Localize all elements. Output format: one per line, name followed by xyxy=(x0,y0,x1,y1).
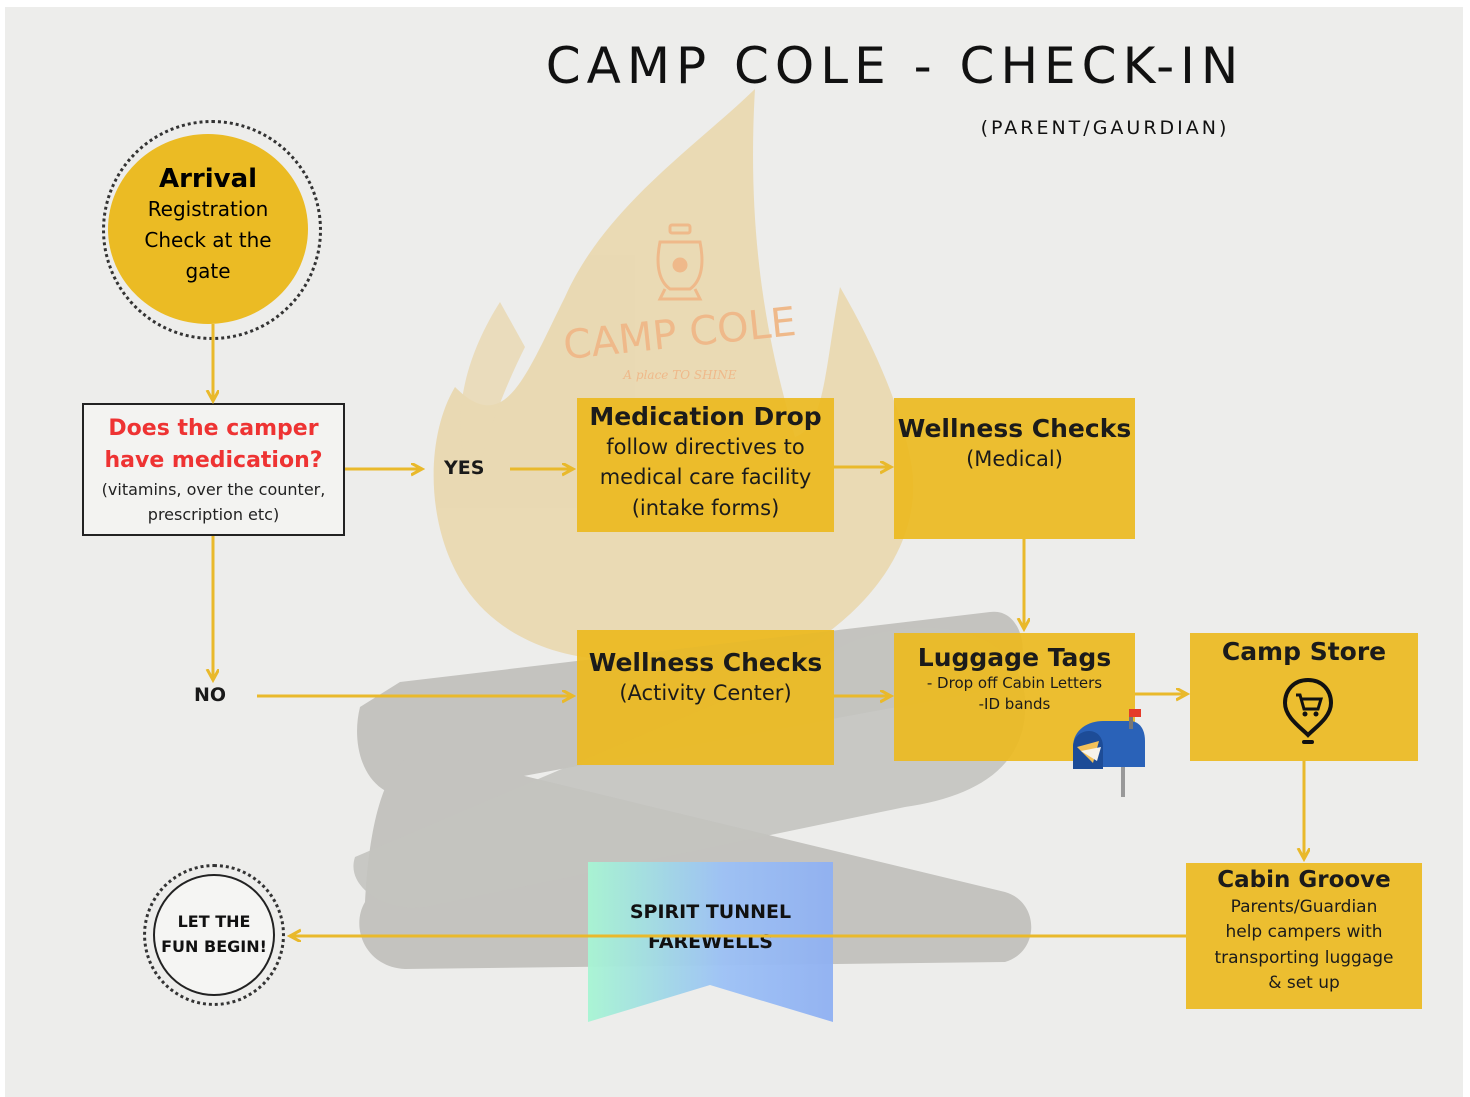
decision-note-line: prescription etc) xyxy=(147,505,280,525)
cabin-groove-line: Parents/Guardian xyxy=(1230,896,1378,917)
wellness-checks-medical-node: Wellness Checks (Medical) xyxy=(894,398,1135,539)
luggage-tags-node: Luggage Tags - Drop off Cabin Letters -I… xyxy=(894,633,1135,761)
spirit-tunnel-banner xyxy=(588,862,833,1022)
arrival-heading: Arrival xyxy=(158,164,258,194)
wellness-checks-activity-node: Wellness Checks (Activity Center) xyxy=(577,630,834,765)
spirit-tunnel-node: SPIRIT TUNNEL FAREWELLS xyxy=(588,897,833,958)
medication-decision-node: Does the camper have medication? (vitami… xyxy=(82,403,345,536)
cabin-groove-heading: Cabin Groove xyxy=(1217,867,1391,893)
yes-label: YES xyxy=(444,457,485,479)
medication-drop-heading: Medication Drop xyxy=(589,402,822,431)
decision-question-line: Does the camper xyxy=(108,416,319,441)
decision-question-line: have medication? xyxy=(104,447,323,473)
finish-line: LET THE xyxy=(177,912,251,931)
finish-line: FUN BEGIN! xyxy=(161,936,267,956)
wellness-medical-heading: Wellness Checks xyxy=(897,414,1132,443)
no-label: NO xyxy=(194,684,227,706)
arrival-line: gate xyxy=(185,259,231,283)
luggage-tags-line: -ID bands xyxy=(978,695,1051,713)
mailbox-icon xyxy=(1073,709,1145,797)
finish-node: LET THE FUN BEGIN! xyxy=(153,874,275,996)
arrival-line: Registration xyxy=(147,197,269,221)
arrival-node: Arrival Registration Check at the gate xyxy=(108,134,308,324)
luggage-tags-line: - Drop off Cabin Letters xyxy=(926,674,1103,692)
medication-drop-line: (intake forms) xyxy=(631,495,780,520)
medication-drop-line: follow directives to xyxy=(606,435,805,459)
spirit-tunnel-line: SPIRIT TUNNEL xyxy=(629,901,792,923)
lantern-icon xyxy=(656,223,704,301)
wellness-activity-line: (Activity Center) xyxy=(619,681,792,705)
camp-store-node: Camp Store xyxy=(1190,633,1418,761)
cabin-groove-line: help campers with xyxy=(1225,922,1383,943)
wellness-medical-line: (Medical) xyxy=(966,447,1063,471)
arrival-line: Check at the xyxy=(144,228,272,252)
camp-store-heading: Camp Store xyxy=(1221,637,1387,666)
logo-tagline-text: A place TO SHINE xyxy=(622,368,736,382)
wellness-activity-heading: Wellness Checks xyxy=(588,648,823,677)
shopping-cart-pin-icon xyxy=(1282,677,1334,744)
page-title: CAMP COLE - CHECK-IN xyxy=(545,37,1245,95)
page-subtitle: (PARENT/GAURDIAN) xyxy=(980,117,1230,139)
cabin-groove-line: transporting luggage xyxy=(1214,947,1394,968)
medication-drop-line: medical care facility xyxy=(599,465,812,490)
spirit-tunnel-line: FAREWELLS xyxy=(648,931,773,954)
flowchart-canvas: CAMP COLE A place TO SHINE CAMP COLE - C… xyxy=(5,7,1463,1097)
cabin-groove-node: Cabin Groove Parents/Guardian help campe… xyxy=(1186,863,1422,1009)
finish-dotted-ring xyxy=(143,864,285,1006)
medication-drop-node: Medication Drop follow directives to med… xyxy=(577,398,834,532)
decision-note-line: (vitamins, over the counter, xyxy=(101,479,326,499)
cabin-groove-line: & set up xyxy=(1268,973,1340,994)
luggage-tags-heading: Luggage Tags xyxy=(917,643,1112,672)
